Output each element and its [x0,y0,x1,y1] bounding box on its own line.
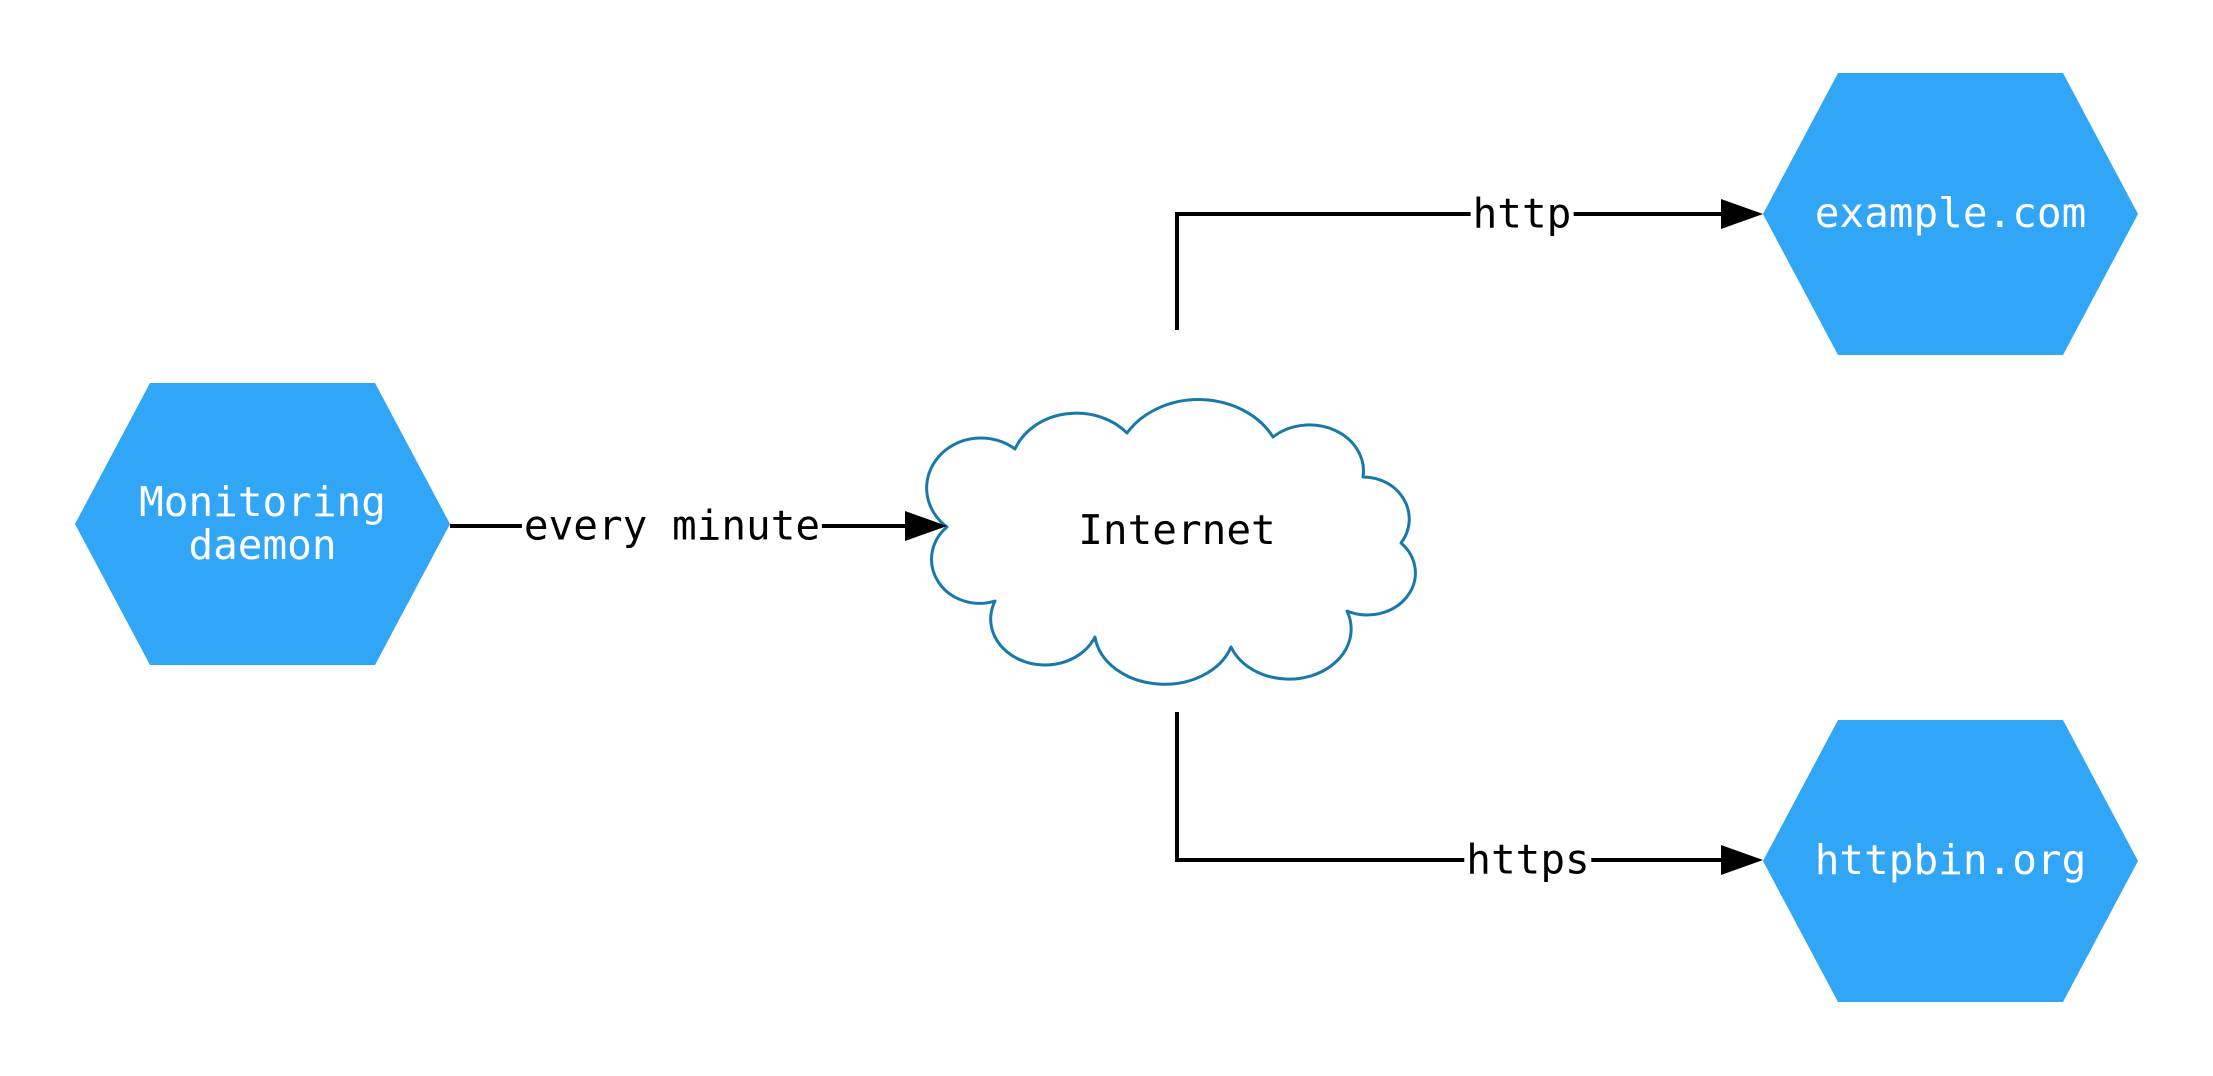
node-monitoring-daemon: Monitoring daemon [75,383,450,665]
node-example-com: example.com [1763,73,2138,355]
node-httpbin-org-label: httpbin.org [1814,836,2087,885]
arrow-head-icon [1721,199,1763,229]
arrow-head-icon [1721,845,1763,875]
node-example-com-label: example.com [1814,189,2087,238]
node-httpbin-org: httpbin.org [1763,720,2138,1002]
edge-http-line [1175,212,1727,330]
arrow-head-icon [905,511,947,541]
node-internet-label: Internet [1078,505,1276,554]
edge-https-line [1175,712,1727,862]
node-internet: Internet [943,385,1411,676]
cloud-shape [925,398,1417,686]
edge-label-http: http [1470,189,1574,238]
edge-label-https: https [1464,835,1592,884]
edge-label-every-minute: every minute [521,501,823,550]
node-monitoring-daemon-label: Monitoring daemon [139,477,386,569]
